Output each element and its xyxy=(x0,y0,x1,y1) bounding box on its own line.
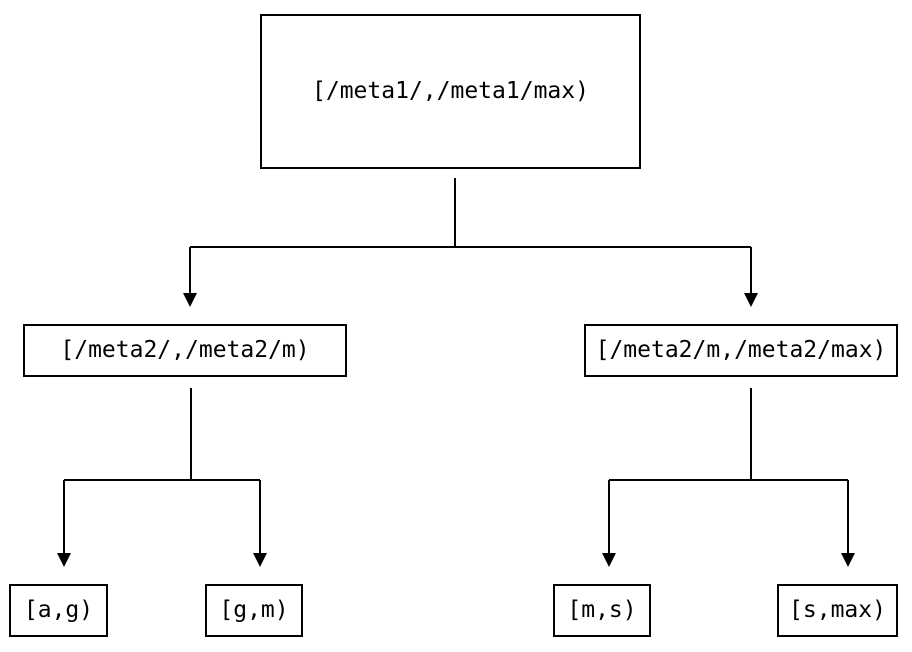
arrowhead-right-child xyxy=(744,293,758,307)
tree-leaf-smax-label: [s,max) xyxy=(789,597,886,623)
tree-leaf-ms: [m,s) xyxy=(553,584,651,637)
tree-node-root: [/meta1/,/meta1/max) xyxy=(260,14,641,169)
arrowhead-leaf-gm xyxy=(253,553,267,567)
arrowhead-leaf-ms xyxy=(602,553,616,567)
tree-leaf-ms-label: [m,s) xyxy=(567,597,637,623)
tree-node-root-label: [/meta1/,/meta1/max) xyxy=(312,78,589,104)
tree-leaf-ag: [a,g) xyxy=(9,584,108,637)
tree-leaf-ag-label: [a,g) xyxy=(23,597,94,623)
edge-root-to-children xyxy=(183,178,758,307)
arrowhead-leaf-smax xyxy=(841,553,855,567)
tree-leaf-smax: [s,max) xyxy=(777,584,898,637)
tree-leaf-gm-label: [g,m) xyxy=(219,597,289,623)
edge-right-to-leaves xyxy=(602,388,855,567)
edge-left-to-leaves xyxy=(57,388,267,567)
tree-node-meta2-high: [/meta2/m,/meta2/max) xyxy=(584,324,898,377)
tree-node-meta2-high-label: [/meta2/m,/meta2/max) xyxy=(595,337,887,363)
tree-leaf-gm: [g,m) xyxy=(205,584,303,637)
arrowhead-left-child xyxy=(183,293,197,307)
tree-node-meta2-low-label: [/meta2/,/meta2/m) xyxy=(60,337,310,363)
arrowhead-leaf-ag xyxy=(57,553,71,567)
tree-node-meta2-low: [/meta2/,/meta2/m) xyxy=(23,324,347,377)
